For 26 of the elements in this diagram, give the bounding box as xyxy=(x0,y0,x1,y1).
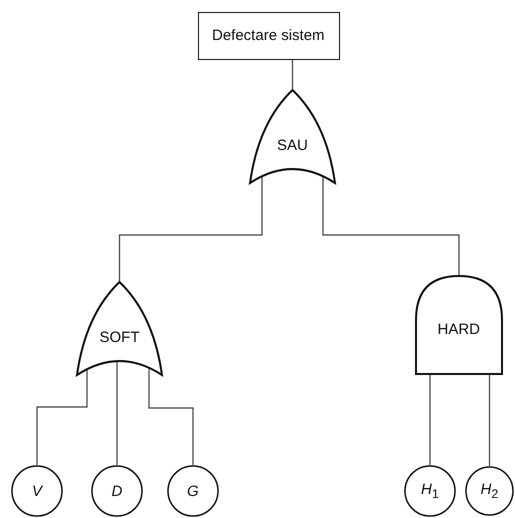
basic-event-circle xyxy=(167,465,219,517)
event-symbol: V xyxy=(32,482,42,500)
event-symbol: G xyxy=(187,482,199,500)
event-symbol: D xyxy=(112,482,122,500)
event-label: Defectare sistem xyxy=(212,27,325,44)
connector-line xyxy=(429,374,431,465)
basic-event-circle xyxy=(11,465,63,517)
or-gate xyxy=(250,90,335,183)
connector-line xyxy=(292,60,294,90)
connector-line xyxy=(148,368,194,465)
event-symbol: H$_{1}$ xyxy=(421,481,439,501)
connector-line xyxy=(116,361,118,465)
connector-line xyxy=(118,176,263,282)
gate-label: SOFT xyxy=(100,329,140,346)
basic-event-circle xyxy=(404,465,456,517)
event-symbol: H$_{2}$ xyxy=(480,481,498,501)
basic-event-circle xyxy=(465,466,514,516)
and-gate xyxy=(416,276,502,374)
or-gate xyxy=(77,282,162,375)
event-box xyxy=(198,12,340,60)
connector-line xyxy=(322,176,460,276)
basic-event-circle xyxy=(91,465,143,517)
connector-line xyxy=(36,369,88,465)
gate-label: HARD xyxy=(438,321,480,338)
gate-label: SAU xyxy=(277,137,308,154)
connector-line xyxy=(488,374,490,466)
